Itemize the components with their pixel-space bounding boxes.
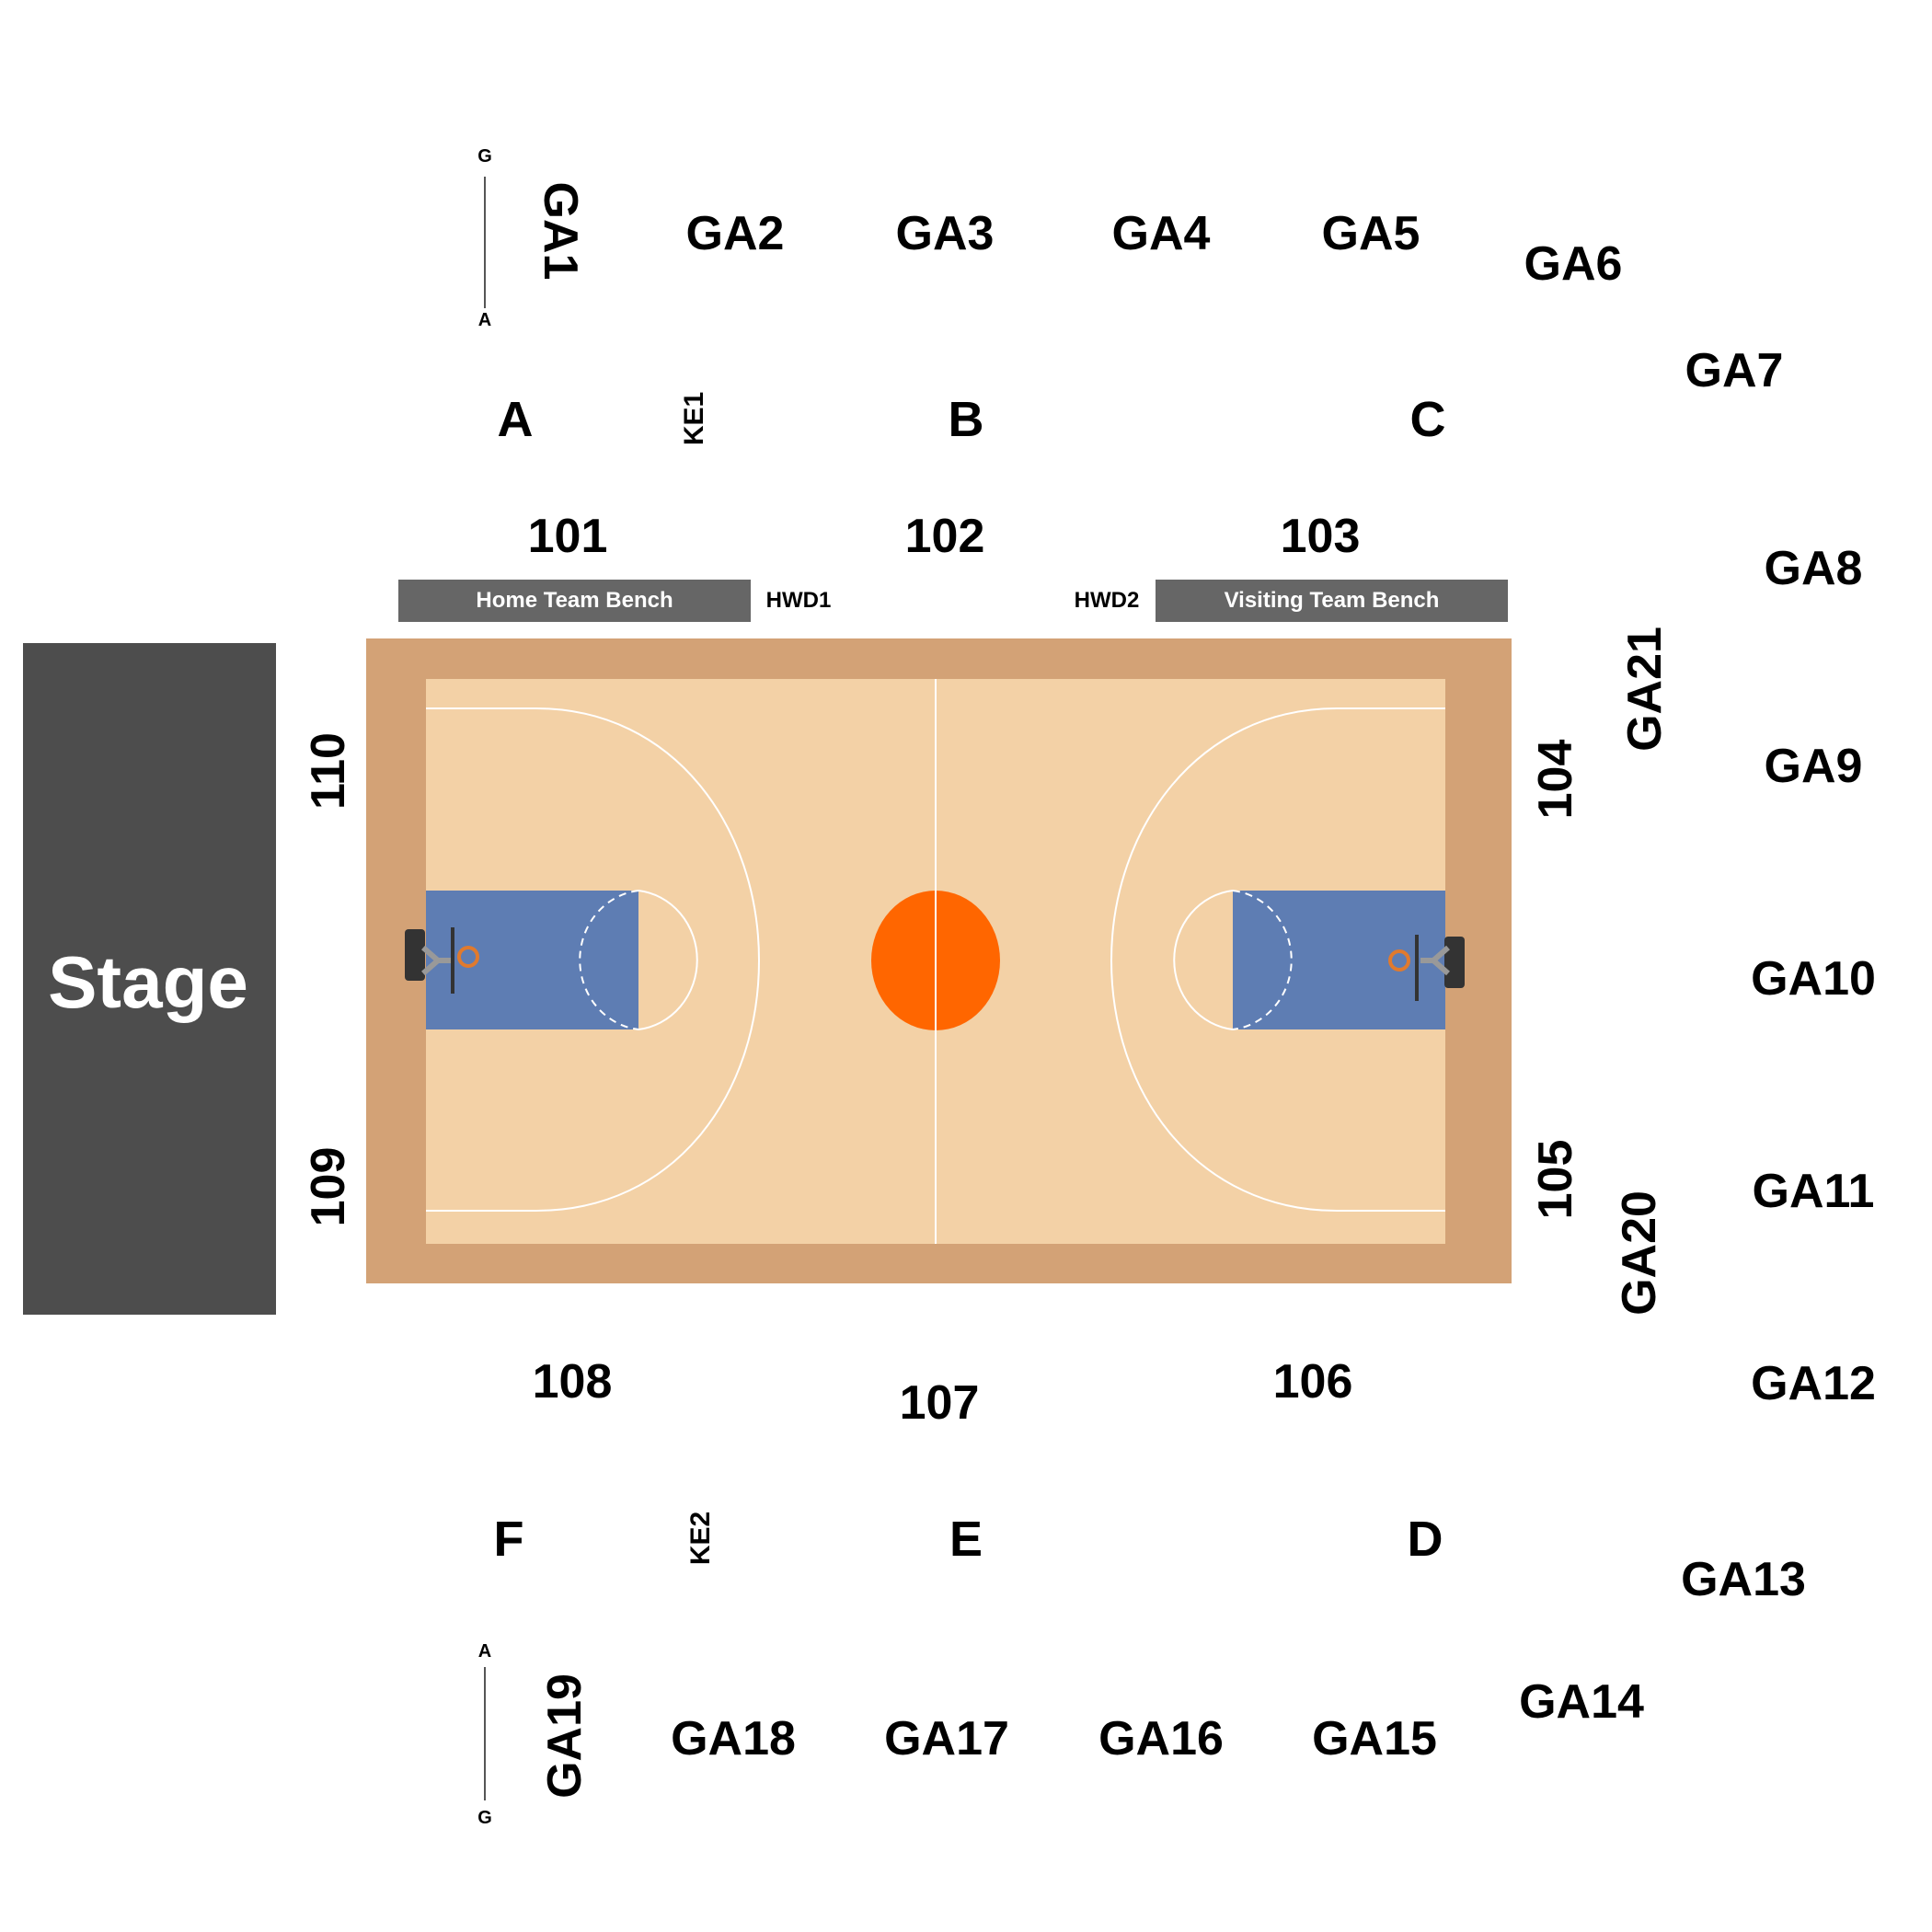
section-ga15[interactable]: GA15 — [1312, 1712, 1437, 1765]
section-a[interactable]: A — [497, 392, 534, 447]
section-ga17[interactable]: GA17 — [884, 1712, 1009, 1765]
home-team-bench[interactable]: Home Team Bench — [398, 580, 751, 622]
section-104[interactable]: 104 — [1529, 739, 1582, 820]
section-ga19[interactable]: GA19 — [538, 1673, 592, 1799]
section-b[interactable]: B — [948, 392, 984, 447]
marker-hwd2[interactable]: HWD2 — [1074, 588, 1140, 613]
stage-label: Stage — [48, 941, 248, 1023]
section-ga3[interactable]: GA3 — [895, 207, 995, 260]
marker-hwd1[interactable]: HWD1 — [765, 588, 832, 613]
row-marker-bottom-g: G — [477, 1808, 492, 1828]
section-108[interactable]: 108 — [532, 1355, 613, 1409]
section-f[interactable]: F — [493, 1512, 524, 1567]
section-e[interactable]: E — [949, 1512, 983, 1567]
three-point-arc-right — [1110, 707, 1445, 1212]
section-ga1[interactable]: GA1 — [534, 181, 587, 281]
section-102[interactable]: 102 — [904, 510, 985, 563]
section-ga14[interactable]: GA14 — [1519, 1675, 1644, 1729]
section-105[interactable]: 105 — [1529, 1139, 1582, 1220]
visiting-team-bench[interactable]: Visiting Team Bench — [1156, 580, 1508, 622]
free-throw-arc-left-dashed — [579, 890, 639, 1030]
section-ga6[interactable]: GA6 — [1524, 237, 1623, 291]
section-107[interactable]: 107 — [899, 1376, 980, 1430]
section-ga11[interactable]: GA11 — [1752, 1165, 1875, 1218]
section-ga16[interactable]: GA16 — [1098, 1712, 1224, 1765]
row-marker-top-a: A — [477, 310, 492, 330]
three-point-arc-left — [426, 707, 761, 1212]
row-marker-bottom-a: A — [477, 1641, 492, 1662]
section-ga8[interactable]: GA8 — [1764, 542, 1863, 595]
row-marker-top-g: G — [477, 146, 492, 167]
section-103[interactable]: 103 — [1280, 510, 1361, 563]
section-ga4[interactable]: GA4 — [1111, 207, 1211, 260]
section-101[interactable]: 101 — [527, 510, 608, 563]
section-106[interactable]: 106 — [1272, 1355, 1353, 1409]
section-ga2[interactable]: GA2 — [685, 207, 785, 260]
section-ga21[interactable]: GA21 — [1618, 627, 1672, 752]
section-ga9[interactable]: GA9 — [1764, 740, 1863, 793]
section-ga10[interactable]: GA10 — [1751, 952, 1876, 1006]
section-c[interactable]: C — [1409, 392, 1446, 447]
marker-ke1[interactable]: KE1 — [679, 391, 709, 446]
hoop-left — [405, 927, 479, 994]
section-d[interactable]: D — [1407, 1512, 1443, 1567]
stage[interactable] — [23, 643, 276, 1315]
section-ga7[interactable]: GA7 — [1685, 344, 1784, 397]
section-ga20[interactable]: GA20 — [1613, 1190, 1666, 1316]
section-ga5[interactable]: GA5 — [1321, 207, 1420, 260]
paint-right — [1233, 891, 1445, 1029]
section-109[interactable]: 109 — [302, 1146, 355, 1227]
section-ga18[interactable]: GA18 — [671, 1712, 796, 1765]
section-ga12[interactable]: GA12 — [1751, 1357, 1876, 1410]
marker-ke2[interactable]: KE2 — [685, 1511, 716, 1566]
free-throw-arc-right-dashed — [1232, 890, 1293, 1030]
section-ga13[interactable]: GA13 — [1681, 1553, 1806, 1606]
section-110[interactable]: 110 — [302, 732, 355, 810]
free-throw-arc-left — [638, 890, 698, 1030]
hoop-right — [1388, 935, 1465, 1001]
free-throw-arc-right — [1173, 890, 1234, 1030]
